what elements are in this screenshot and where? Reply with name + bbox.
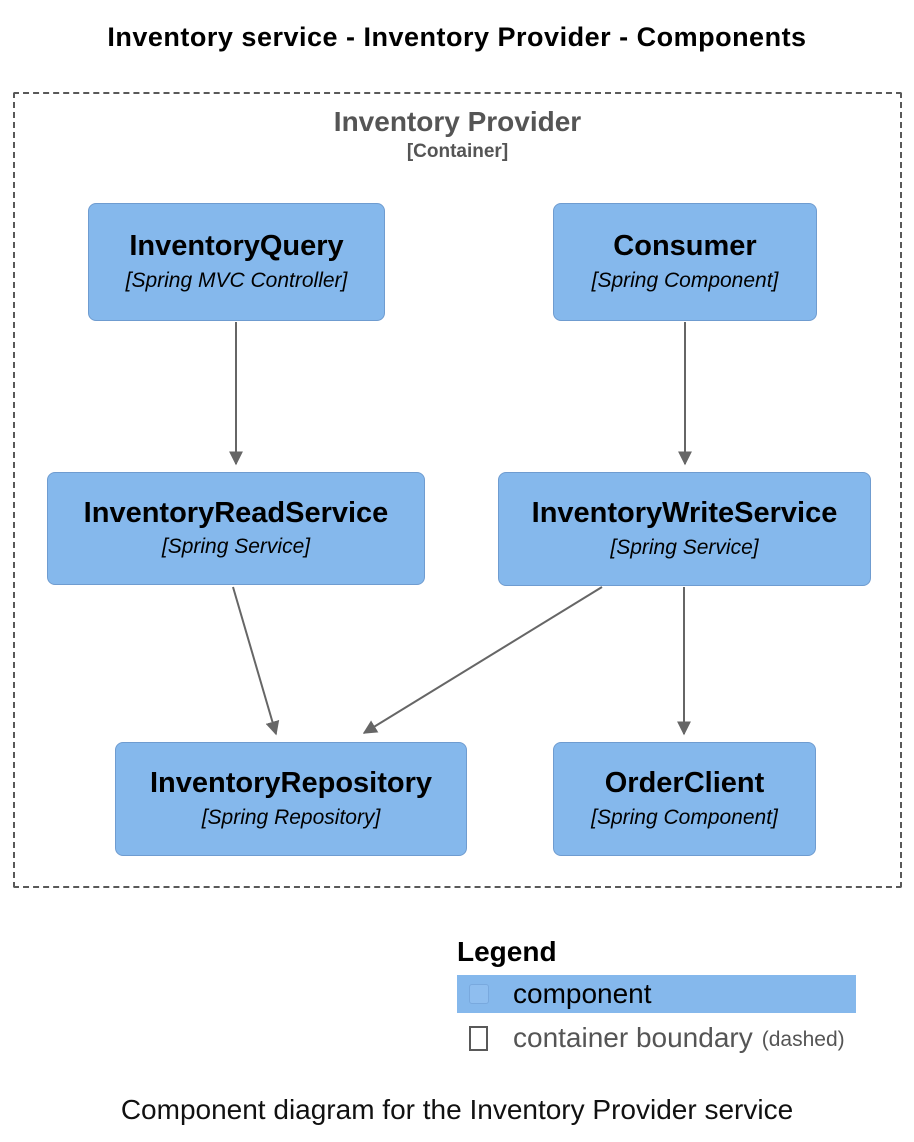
container-name: Inventory Provider [333,106,582,137]
component-inventoryquery: InventoryQuery [Spring MVC Controller] [88,203,385,321]
boundary-swatch-icon [469,1025,488,1051]
component-name: OrderClient [604,767,765,800]
component-consumer: Consumer [Spring Component] [553,203,817,321]
component-meta: [Spring MVC Controller] [125,268,348,292]
component-name: InventoryReadService [83,496,389,529]
diagram-caption: Component diagram for the Inventory Prov… [120,1094,794,1125]
legend-component-label: component [513,978,652,1009]
legend-item-component: component [457,975,856,1013]
container-boundary: Inventory Provider [Container] [13,92,902,888]
page-title: Inventory service - Inventory Provider -… [107,22,807,52]
component-meta: [Spring Component] [591,805,778,829]
component-meta: [Spring Repository] [201,805,381,829]
legend: Legend component container boundary (das… [457,936,856,1054]
component-meta: [Spring Service] [161,535,311,559]
container-meta: [Container] [406,141,509,162]
component-name: InventoryQuery [129,230,344,263]
component-name: InventoryRepository [150,767,432,800]
component-swatch-icon [469,984,489,1004]
legend-title: Legend [457,936,557,967]
component-meta: [Spring Component] [591,268,779,292]
legend-item-boundary: container boundary (dashed) [457,1022,856,1054]
component-inventorywriteservice: InventoryWriteService [Spring Service] [498,472,871,586]
component-inventoryrepository: InventoryRepository [Spring Repository] [115,742,467,856]
component-name: Consumer [613,230,757,263]
legend-boundary-label: container boundary [513,1022,753,1053]
legend-boundary-suffix: (dashed) [761,1028,845,1051]
component-orderclient: OrderClient [Spring Component] [553,742,816,856]
component-inventoryreadservice: InventoryReadService [Spring Service] [47,472,425,585]
container-label: Inventory Provider [Container] [15,106,900,163]
component-meta: [Spring Service] [610,535,759,559]
component-name: InventoryWriteService [531,497,838,530]
